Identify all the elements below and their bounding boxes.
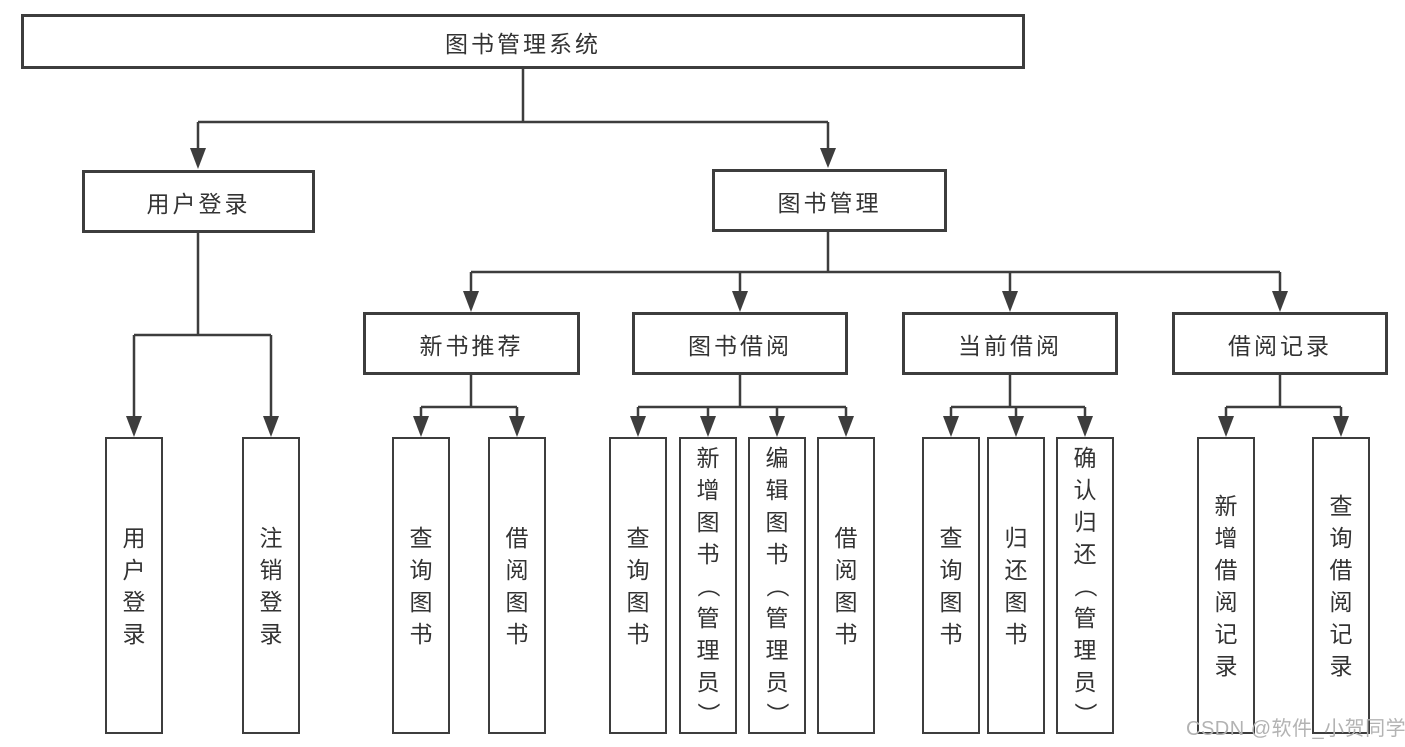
arrowhead-icon — [1077, 416, 1093, 437]
node-label: 确认归还（管理员） — [1072, 444, 1098, 726]
arrowhead-icon — [943, 416, 959, 437]
arrowhead-icon — [413, 416, 429, 437]
leaf-records-add-record: 新增借阅记录 — [1197, 437, 1255, 734]
node-label: 图书借阅 — [688, 332, 792, 359]
arrowhead-icon — [732, 291, 748, 312]
node-label: 注销登录 — [259, 524, 283, 647]
leaf-logout: 注销登录 — [242, 437, 300, 734]
node-user-login: 用户登录 — [82, 170, 315, 233]
leaf-borrow-add-books-admin: 新增图书（管理员） — [679, 437, 737, 734]
node-label: 新书推荐 — [419, 332, 524, 359]
connector-book-management-to-level3 — [463, 232, 1288, 312]
node-label: 查询图书 — [409, 524, 433, 647]
node-label: 查询图书 — [626, 524, 650, 647]
connector-book-borrow-to-leaves — [630, 375, 854, 437]
connector-root-to-level2 — [190, 69, 836, 169]
leaf-current-return-books: 归还图书 — [987, 437, 1045, 734]
node-label: 新增借阅记录 — [1214, 492, 1238, 679]
node-borrow-records: 借阅记录 — [1172, 312, 1388, 375]
arrowhead-icon — [700, 416, 716, 437]
node-book-management: 图书管理 — [712, 169, 947, 232]
connector-borrow-records-to-leaves — [1218, 375, 1349, 437]
node-label: 编辑图书（管理员） — [764, 444, 790, 726]
arrowhead-icon — [126, 416, 142, 437]
arrowhead-icon — [1272, 291, 1288, 312]
node-book-borrow: 图书借阅 — [632, 312, 848, 375]
node-label: 用户登录 — [122, 524, 146, 647]
node-label: 查询借阅记录 — [1329, 492, 1353, 679]
connector-user-login-to-leaves — [126, 233, 279, 437]
leaf-user-login: 用户登录 — [105, 437, 163, 734]
leaf-current-query-books: 查询图书 — [922, 437, 980, 734]
node-label: 借阅图书 — [834, 524, 858, 647]
arrowhead-icon — [820, 148, 836, 168]
leaf-recommend-query-books: 查询图书 — [392, 437, 450, 734]
leaf-borrow-borrow-books: 借阅图书 — [817, 437, 875, 734]
arrowhead-icon — [838, 416, 854, 437]
arrowhead-icon — [769, 416, 785, 437]
node-label: 借阅图书 — [505, 524, 529, 647]
node-new-book-recommend: 新书推荐 — [363, 312, 580, 375]
arrowhead-icon — [190, 148, 206, 169]
leaf-borrow-edit-books-admin: 编辑图书（管理员） — [748, 437, 806, 734]
connector-current-borrow-to-leaves — [943, 375, 1093, 437]
arrowhead-icon — [1008, 416, 1024, 437]
arrowhead-icon — [1333, 416, 1349, 437]
arrowhead-icon — [1002, 291, 1018, 312]
leaf-current-confirm-return-admin: 确认归还（管理员） — [1056, 437, 1114, 734]
connector-new-book-recommend-to-leaves — [413, 375, 525, 437]
node-label: 图书管理 — [777, 189, 882, 216]
leaf-recommend-borrow-books: 借阅图书 — [488, 437, 546, 734]
leaf-records-query-record: 查询借阅记录 — [1312, 437, 1370, 734]
arrowhead-icon — [263, 416, 279, 437]
arrowhead-icon — [463, 291, 479, 312]
node-label: 归还图书 — [1004, 524, 1028, 647]
node-label: 用户登录 — [146, 190, 251, 217]
arrowhead-icon — [630, 416, 646, 437]
node-label: 图书管理系统 — [445, 30, 601, 57]
node-label: 新增图书（管理员） — [695, 444, 721, 726]
node-label: 当前借阅 — [958, 332, 1062, 359]
node-current-borrow: 当前借阅 — [902, 312, 1118, 375]
node-library-management-system: 图书管理系统 — [21, 14, 1025, 69]
arrowhead-icon — [509, 416, 525, 437]
node-label: 查询图书 — [939, 524, 963, 647]
leaf-borrow-query-books: 查询图书 — [609, 437, 667, 734]
arrowhead-icon — [1218, 416, 1234, 437]
watermark: CSDN @软件_小贺同学 — [1186, 718, 1405, 740]
node-label: 借阅记录 — [1228, 332, 1332, 359]
